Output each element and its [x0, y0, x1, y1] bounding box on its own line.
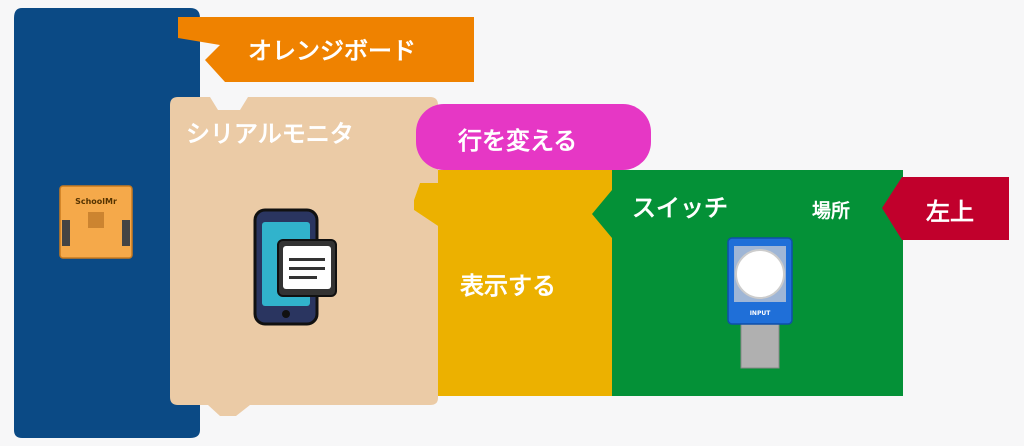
newline-label: 行を変える	[458, 127, 578, 155]
switch-position-param-label: 場所	[812, 200, 851, 222]
display-label: 表示する	[460, 272, 556, 300]
board-chip-text: SchoolMr	[75, 197, 117, 206]
smartphone-serial-icon	[253, 208, 337, 326]
push-switch-module-icon: INPUT	[727, 237, 793, 369]
position-label: 左上	[926, 198, 974, 226]
orange-board-block[interactable]	[178, 17, 474, 82]
newline-block[interactable]	[416, 104, 651, 170]
switch-label: スイッチ	[632, 194, 728, 222]
schoolmr-board-icon: SchoolMr	[59, 185, 133, 259]
position-block[interactable]	[882, 177, 1009, 240]
display-block[interactable]	[414, 170, 616, 396]
module-text: INPUT	[750, 310, 772, 317]
orange-board-label: オレンジボード	[248, 37, 416, 65]
serial-monitor-label: シリアルモニタ	[186, 120, 354, 148]
